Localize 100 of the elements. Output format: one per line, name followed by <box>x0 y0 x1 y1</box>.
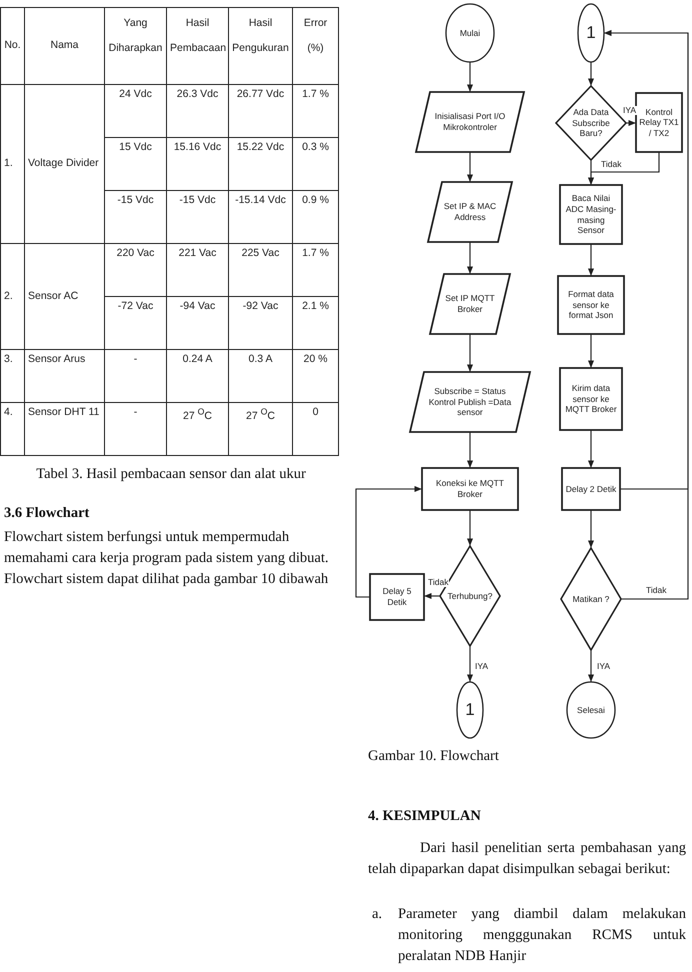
arrow <box>588 430 594 468</box>
table-cell: 27 $^{O}$C <box>228 402 292 456</box>
table-cell: 0.24 A <box>166 350 228 402</box>
list-item-text: Parameter yang diambil dalam melakukan monitoring mengggunakan RCMS untuk peralatan NDB Hanjir <box>398 905 686 966</box>
decision-diamond <box>561 548 621 650</box>
arrow <box>424 592 440 600</box>
table-cell: -94 Vac <box>166 296 228 350</box>
table-cell: 2. <box>0 244 24 350</box>
table-cell: -92 Vac <box>228 296 292 350</box>
table-cell: 0.9 % <box>292 190 338 244</box>
table-cell: -15 Vdc <box>104 190 166 244</box>
edge-label: IYA <box>474 662 490 672</box>
edge-label: Tidak <box>600 160 622 170</box>
edge-label: Tidak <box>645 586 668 596</box>
table-cell: 15.22 Vdc <box>228 138 292 190</box>
node-text: Koneksi ke MQTT Broker <box>434 478 506 500</box>
node-text: Set IP MQTT Broker <box>444 293 496 315</box>
node-text: Baca Nilai ADC Masing-masing Sensor <box>564 193 618 236</box>
arrow <box>466 510 474 546</box>
process-box <box>422 468 518 510</box>
edge-label: IYA <box>596 662 612 672</box>
arrow <box>588 62 594 86</box>
arrow <box>588 244 594 276</box>
table-cell: 15.16 Vdc <box>166 138 228 190</box>
arrow <box>626 120 636 126</box>
table-cell: 1.7 % <box>292 244 338 296</box>
node-text: Mulai <box>460 28 480 38</box>
table-cell: 225 Vac <box>228 244 292 296</box>
arrow <box>466 242 474 274</box>
section-heading: 4. KESIMPULAN <box>368 808 481 825</box>
table-cell: -15 Vdc <box>166 190 228 244</box>
table-header-cell: Hasil Pembacaan <box>166 8 228 84</box>
section-heading: 3.6 Flowchart <box>4 505 90 522</box>
process-box <box>562 468 620 510</box>
process-box <box>370 574 424 620</box>
table-cell: -15.14 Vdc <box>228 190 292 244</box>
process-box <box>560 368 622 430</box>
process-box <box>558 276 624 334</box>
edge-label: Tidak <box>427 578 450 588</box>
table-cell: 0.3 % <box>292 138 338 190</box>
table-cell: 3. <box>0 350 24 402</box>
table-cell: - <box>104 350 166 402</box>
arrow <box>588 334 594 368</box>
node-text: 1 <box>465 699 475 721</box>
table-cell: 26.77 Vdc <box>228 84 292 138</box>
table-cell: Sensor Arus <box>24 350 104 402</box>
table-cell: 1.7 % <box>292 84 338 138</box>
paragraph: Dari hasil penelitian serta pembahasan yang telah dipaparkan dapat disimpulkan sebagai berikut: <box>368 839 686 879</box>
node-text: Selesai <box>577 704 605 716</box>
arrow <box>466 62 474 92</box>
terminator-circle <box>567 682 615 738</box>
io-parallelogram <box>416 92 524 152</box>
arrow <box>466 152 474 182</box>
table-cell: Sensor DHT 11 <box>24 402 104 456</box>
table-cell: Voltage Divider <box>24 84 104 244</box>
table-header-cell: Yang Diharapkan <box>104 8 166 84</box>
table-cell: - <box>104 402 166 456</box>
table-cell: 221 Vac <box>166 244 228 296</box>
node-text: Kirim data sensor ke MQTT Broker <box>564 383 618 415</box>
node-text: Delay 5 Detik <box>382 586 412 608</box>
process-box <box>636 93 682 152</box>
node-text: Format data sensor ke format Json <box>567 289 615 321</box>
connector-circle <box>578 4 604 62</box>
node-text: Kontrol Relay TX1 / TX2 <box>639 106 679 138</box>
table-cell: 4. <box>0 402 24 456</box>
paragraph: Flowchart sistem berfungsi untuk mempermudah memahami cara kerja program pada sistem yang dibuat. Flowchart sistem dapat dilihat pada gambar 10 dibawah <box>4 528 330 589</box>
arrow <box>355 486 422 598</box>
arrow <box>588 650 594 682</box>
table-header-cell: No. <box>0 8 24 84</box>
arrow <box>588 510 594 548</box>
node-text: Inisialisasi Port I/O Mikrokontroler <box>434 111 506 133</box>
figure-caption: Gambar 10. Flowchart <box>368 748 499 765</box>
terminator-circle <box>446 4 494 62</box>
list-marker: a. <box>372 905 382 924</box>
table-cell: 15 Vdc <box>104 138 166 190</box>
arrow <box>466 432 474 468</box>
table-cell: 2.1 % <box>292 296 338 350</box>
table-cell: 0.3 A <box>228 350 292 402</box>
table-cell: 1. <box>0 84 24 244</box>
node-text: Subscribe = Status Kontrol Publish =Data sensor <box>428 386 512 418</box>
table-cell: -72 Vac <box>104 296 166 350</box>
io-parallelogram <box>430 274 510 334</box>
node-text: Ada Data Subscribe Baru? <box>571 107 611 139</box>
table-caption: Tabel 3. Hasil pembacaan sensor dan alat ukur <box>35 466 307 483</box>
table-cell: 26.3 Vdc <box>166 84 228 138</box>
table-cell: Sensor AC <box>24 244 104 350</box>
table-header-cell: Error (%) <box>292 8 338 84</box>
process-box <box>560 185 622 244</box>
table-cell: 0 <box>292 402 338 456</box>
node-text: Delay 2 Detik <box>566 484 616 494</box>
node-text: Terhubung? <box>448 590 492 602</box>
arrow <box>466 646 474 682</box>
table-header-cell: Hasil Pengukuran <box>228 8 292 84</box>
connector-circle <box>457 682 483 738</box>
arrow <box>604 30 689 600</box>
io-parallelogram <box>428 182 512 242</box>
table-cell: 220 Vac <box>104 244 166 296</box>
table-cell: 24 Vdc <box>104 84 166 138</box>
table-cell: 20 % <box>292 350 338 402</box>
table-cell: 27 $^{O}$C <box>166 402 228 456</box>
